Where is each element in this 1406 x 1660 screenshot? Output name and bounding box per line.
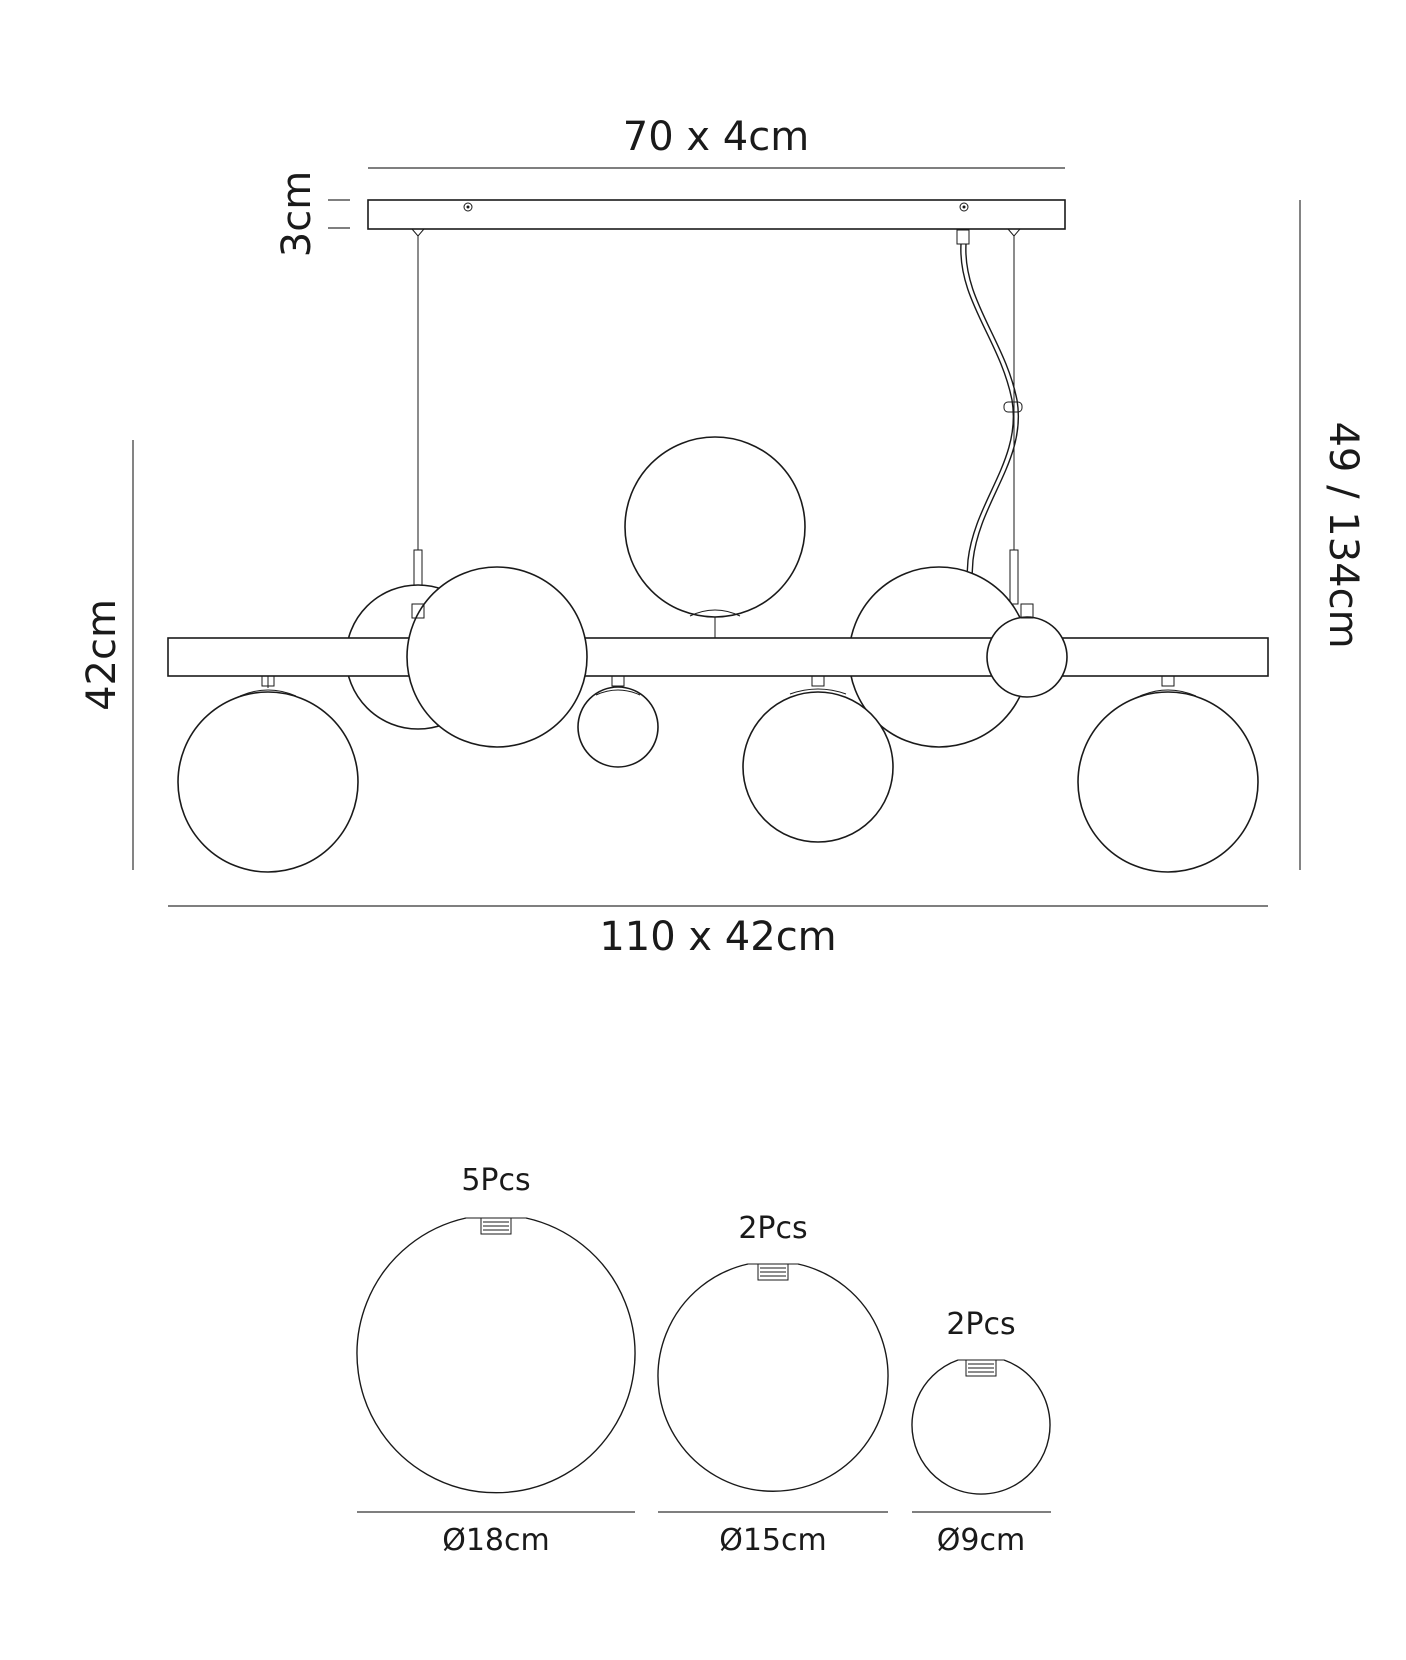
shade-schedule: 5Pcs Ø18cm 2Pcs Ø15cm 2Pcs <box>356 1163 1051 1558</box>
canopy-screw-right <box>959 202 969 212</box>
main-bar <box>167 637 1269 677</box>
shade-9cm-outline <box>911 1359 1051 1495</box>
overall-height-dimension: 49 / 134cm <box>1299 200 1366 870</box>
globe-bottom-center <box>742 691 894 843</box>
canopy-width-dimension: 70 x 4cm <box>368 114 1065 169</box>
cable-entry-box <box>956 229 970 245</box>
cable-clip <box>1003 401 1023 413</box>
canopy-width-label: 70 x 4cm <box>623 114 809 160</box>
power-cable <box>960 243 1015 609</box>
globe-bottom-small <box>577 686 659 768</box>
shade-18cm-count: 5Pcs <box>461 1163 530 1198</box>
shade-9cm-neck <box>965 1359 997 1377</box>
globe-front-left <box>406 566 588 748</box>
shade-9cm-count: 2Pcs <box>946 1307 1015 1342</box>
bar-width-label: 110 x 42cm <box>599 914 836 960</box>
shade-18cm-diameter: Ø18cm <box>442 1523 550 1558</box>
shade-9cm: 2Pcs Ø9cm <box>911 1307 1051 1558</box>
shade-18cm: 5Pcs Ø18cm <box>356 1163 636 1558</box>
fixture-height-dimension: 42cm <box>79 440 134 870</box>
globe-front-small-right <box>986 616 1068 698</box>
fixture-height-label: 42cm <box>79 599 125 711</box>
shade-18cm-neck <box>480 1217 512 1235</box>
globe-bottom-right <box>1077 691 1259 873</box>
canopy-screw-left <box>463 202 473 212</box>
shade-18cm-outline <box>356 1217 636 1494</box>
cable-gripper-left <box>410 228 426 237</box>
overall-height-label: 49 / 134cm <box>1320 421 1366 648</box>
canopy-height-dimension: 3cm <box>274 171 350 257</box>
front-globes <box>406 566 1068 748</box>
cable-gripper-right <box>1006 228 1022 237</box>
canopy-plate <box>367 199 1066 230</box>
shade-15cm-outline <box>657 1263 889 1492</box>
shade-15cm: 2Pcs Ø15cm <box>657 1211 889 1558</box>
shade-15cm-count: 2Pcs <box>738 1211 807 1246</box>
bar-width-dimension: 110 x 42cm <box>168 905 1268 960</box>
shade-9cm-diameter: Ø9cm <box>937 1523 1025 1558</box>
hanging-globes <box>177 675 1259 873</box>
shade-15cm-neck <box>757 1263 789 1281</box>
globe-top-center-cap <box>689 609 741 617</box>
globe-bottom-left <box>177 691 359 873</box>
suspension <box>413 236 1023 631</box>
shade-15cm-diameter: Ø15cm <box>719 1523 827 1558</box>
canopy-height-label: 3cm <box>274 171 320 257</box>
ceiling-canopy <box>367 199 1066 245</box>
wire-sleeve-right <box>1009 549 1019 605</box>
globe-top-center <box>624 436 806 618</box>
main-bar-body <box>167 637 1269 677</box>
